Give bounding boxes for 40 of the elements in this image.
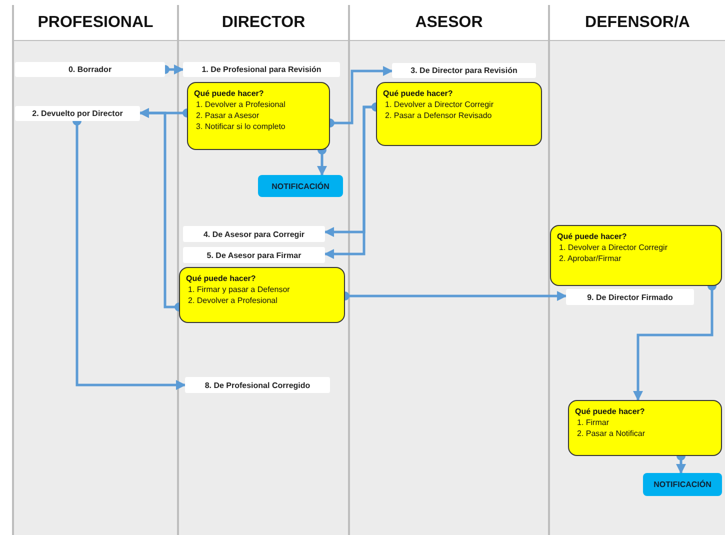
list-item: 1. Firmar y pasar a Defensor — [187, 284, 291, 295]
status-label: 1. De Profesional para Revisión — [183, 62, 340, 77]
lane-header: DIRECTOR — [222, 14, 306, 32]
status-label: 9. De Director Firmado — [566, 289, 694, 305]
list-item: 2. Aprobar/Firmar — [558, 253, 622, 264]
connector-arrow — [317, 146, 327, 176]
status-label: 0. Borrador — [15, 62, 165, 77]
status-label: 3. De Director para Revisión — [392, 63, 536, 78]
swimlane — [548, 5, 725, 535]
action-box — [179, 267, 345, 323]
list-item: 1. Devolver a Profesional — [195, 99, 286, 110]
status-label: 2. Devuelto por Director — [15, 106, 140, 121]
list-item: 2. Pasar a Asesor — [195, 110, 260, 121]
list-item: 2. Pasar a Defensor Revisado — [384, 110, 493, 121]
list-item: 2. Pasar a Notificar — [576, 428, 646, 439]
swimlane — [12, 5, 177, 535]
notification-box: NOTIFICACIÓN — [643, 473, 722, 496]
action-box — [187, 82, 330, 150]
list-item: 1. Firmar — [576, 417, 610, 428]
swimlane — [348, 5, 548, 535]
box-heading: Qué puede hacer? — [186, 273, 257, 284]
status-label: 8. De Profesional Corregido — [185, 377, 330, 393]
lane-header: PROFESIONAL — [38, 14, 154, 32]
list-item: 3. Notificar si lo completo — [195, 121, 286, 132]
status-label: 5. De Asesor para Firmar — [183, 247, 325, 263]
list-item: 1. Devolver a Director Corregir — [558, 242, 668, 253]
lane-header: DEFENSOR/A — [585, 14, 690, 32]
box-heading: Qué puede hacer? — [575, 406, 646, 417]
box-heading: Qué puede hacer? — [383, 88, 454, 99]
action-box — [568, 400, 722, 456]
list-item: 2. Devolver a Profesional — [187, 295, 278, 306]
notification-box: NOTIFICACIÓN — [258, 175, 343, 197]
action-box — [550, 225, 722, 286]
box-heading: Qué puede hacer? — [194, 88, 265, 99]
action-box — [376, 82, 542, 146]
box-heading: Qué puede hacer? — [557, 231, 628, 242]
list-item: 1. Devolver a Director Corregir — [384, 99, 494, 110]
status-label: 4. De Asesor para Corregir — [183, 226, 325, 242]
swimlane — [177, 5, 348, 535]
lane-header: ASESOR — [415, 14, 483, 32]
